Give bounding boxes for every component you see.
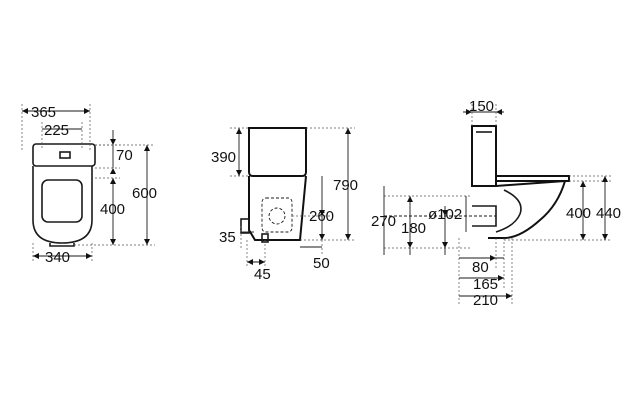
dim-side-260: 260 <box>309 208 334 225</box>
dim-front-70: 70 <box>116 147 133 164</box>
front-bowl-body <box>32 166 93 244</box>
front-view: 365 225 70 400 600 340 <box>21 104 157 266</box>
dim-section-210: 210 <box>473 292 498 309</box>
dim-section-400: 400 <box>566 205 591 222</box>
dim-section-150: 150 <box>469 98 494 115</box>
dim-side-45: 45 <box>254 266 271 283</box>
front-seat-opening <box>41 179 83 223</box>
side-bowl <box>248 175 307 241</box>
side-trap-dashed <box>261 197 293 233</box>
dim-front-365: 365 <box>31 104 56 121</box>
dim-front-400: 400 <box>100 201 125 218</box>
dim-section-80: 80 <box>472 259 489 276</box>
section-seat <box>496 175 570 182</box>
dim-section-270: 270 <box>371 213 396 230</box>
flush-button <box>59 151 71 159</box>
dim-front-340: 340 <box>45 249 70 266</box>
dim-side-390: 390 <box>211 149 236 166</box>
dim-front-225: 225 <box>44 122 69 139</box>
dim-section-102: ø102 <box>428 206 462 223</box>
dim-section-440: 440 <box>596 205 621 222</box>
section-view: 150 270 180 ø102 400 440 <box>371 98 621 309</box>
front-tank-band <box>32 143 96 167</box>
section-tank <box>471 125 497 187</box>
side-view: 390 790 260 35 45 50 <box>211 127 358 283</box>
dim-section-180: 180 <box>401 220 426 237</box>
front-pedestal <box>49 243 75 247</box>
dim-front-600: 600 <box>132 185 157 202</box>
dim-section-165: 165 <box>473 276 498 293</box>
section-bowl <box>488 179 567 239</box>
dim-side-790: 790 <box>333 177 358 194</box>
dim-side-35: 35 <box>219 229 236 246</box>
side-tank <box>248 127 307 177</box>
dim-side-50: 50 <box>313 255 330 272</box>
